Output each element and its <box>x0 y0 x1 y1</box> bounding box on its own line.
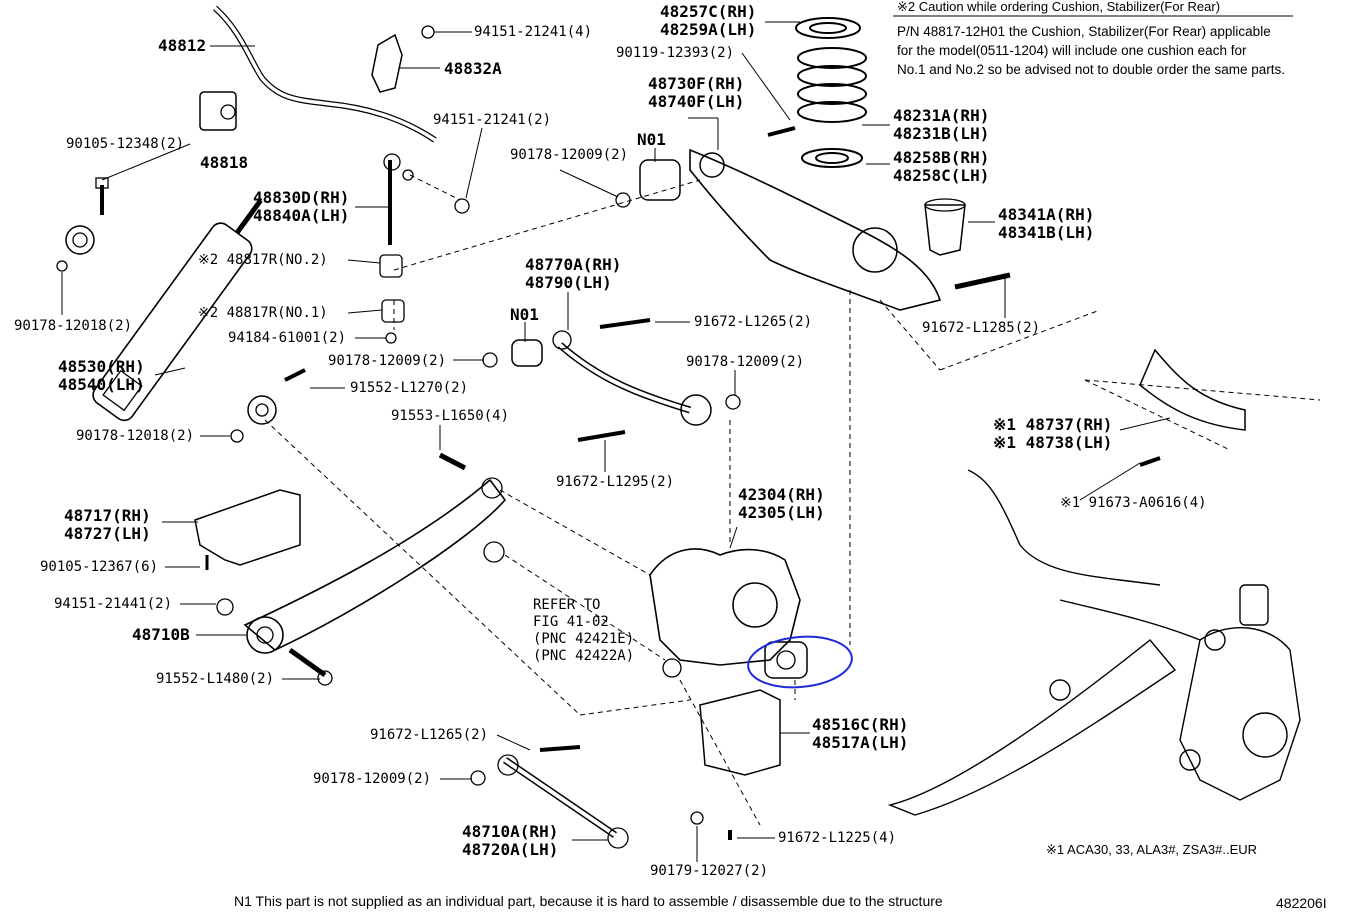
label-N01-top: N01 <box>637 130 666 149</box>
part-48259A[interactable]: 48259A(LH) <box>660 20 757 39</box>
model-note: ※1 ACA30, 33, ALA3#, ZSA3#..EUR <box>1046 842 1258 857</box>
label-N01-mid: N01 <box>510 305 539 324</box>
part-48517A[interactable]: 48517A(LH) <box>812 733 909 752</box>
part-48231B[interactable]: 48231B(LH) <box>893 124 990 143</box>
refer-line-3: (PNC 42421E) <box>533 631 635 647</box>
caution-line-2: for the model(0511-1204) will include on… <box>897 43 1247 58</box>
part-90178-12018-top[interactable]: 90178-12018(2) <box>14 318 133 334</box>
part-91672-L1285[interactable]: 91672-L1285(2) <box>922 320 1041 336</box>
part-90178-12009-b[interactable]: 90178-12009(2) <box>510 147 629 163</box>
part-48832A[interactable]: 48832A <box>444 59 502 78</box>
axle-carrier <box>649 548 801 666</box>
part-42305[interactable]: 42305(LH) <box>738 503 825 522</box>
caution-line-3: No.1 and No.2 so be advised not to doubl… <box>897 62 1285 77</box>
part-91672-L1295[interactable]: 91672-L1295(2) <box>556 474 675 490</box>
part-91552-L1270[interactable]: 91552-L1270(2) <box>350 380 469 396</box>
part-90178-12009-c[interactable]: 90178-12009(2) <box>686 354 805 370</box>
part-48817R-no2[interactable]: ※2 48817R(NO.2) <box>198 252 328 268</box>
part-42304[interactable]: 42304(RH) <box>738 485 825 504</box>
caution-line-1: P/N 48817-12H01 the Cushion, Stabilizer(… <box>897 24 1271 39</box>
part-48830D[interactable]: 48830D(RH) <box>253 188 350 207</box>
part-48740F[interactable]: 48740F(LH) <box>648 92 745 111</box>
part-94184-61001[interactable]: 94184-61001(2) <box>228 330 347 346</box>
part-91673-A0616[interactable]: ※1 91673-A0616(4) <box>1060 495 1207 511</box>
part-48717[interactable]: 48717(RH) <box>64 506 151 525</box>
part-90178-12018-bot[interactable]: 90178-12018(2) <box>76 428 195 444</box>
part-48530[interactable]: 48530(RH) <box>58 357 145 376</box>
part-94151-21241-top[interactable]: 94151-21241(4) <box>474 24 593 40</box>
refer-line-4: (PNC 42422A) <box>533 648 635 664</box>
refer-line-1: REFER TO <box>533 597 601 613</box>
part-90178-12009-e[interactable]: 90178-12009(2) <box>313 771 432 787</box>
bump-stopper <box>924 204 966 256</box>
refer-line-2: FIG 41-02 <box>533 614 609 630</box>
n1-footnote: N1 This part is not supplied as an indiv… <box>234 893 943 909</box>
stabilizer-bracket <box>371 33 403 93</box>
bracket-48717 <box>194 489 301 566</box>
part-48738[interactable]: ※1 48738(LH) <box>993 433 1113 452</box>
part-48840A[interactable]: 48840A(LH) <box>253 206 350 225</box>
highlight-ellipse <box>747 635 853 689</box>
part-48812[interactable]: 48812 <box>158 36 207 55</box>
part-91672-L1225[interactable]: 91672-L1225(4) <box>778 830 897 846</box>
part-48730F[interactable]: 48730F(RH) <box>648 74 745 93</box>
part-91672-L1265-a[interactable]: 91672-L1265(2) <box>694 314 813 330</box>
part-48231A[interactable]: 48231A(RH) <box>893 106 990 125</box>
part-48770A[interactable]: 48770A(RH) <box>525 255 622 274</box>
caution-title: ※2 Caution while ordering Cushion, Stabi… <box>897 0 1221 14</box>
lateral-link <box>557 342 692 414</box>
cushion-no1 <box>381 299 405 323</box>
part-48258C[interactable]: 48258C(LH) <box>893 166 990 185</box>
part-91672-L1265-b[interactable]: 91672-L1265(2) <box>370 727 489 743</box>
nut-94151-top <box>421 25 435 39</box>
part-48737[interactable]: ※1 48737(RH) <box>993 415 1113 434</box>
part-90179-12027[interactable]: 90179-12027(2) <box>650 863 769 879</box>
part-48790[interactable]: 48790(LH) <box>525 273 612 292</box>
part-90178-12009-a[interactable]: 90178-12009(2) <box>328 353 447 369</box>
bracket-48516C <box>699 689 781 776</box>
part-48818[interactable]: 48818 <box>200 153 249 172</box>
part-90105-12348[interactable]: 90105-12348(2) <box>66 136 185 152</box>
shock-absorber <box>92 198 263 422</box>
part-48516C[interactable]: 48516C(RH) <box>812 715 909 734</box>
part-90105-12367[interactable]: 90105-12367(6) <box>40 559 159 575</box>
part-48258B[interactable]: 48258B(RH) <box>893 148 990 167</box>
part-48720A[interactable]: 48720A(LH) <box>462 840 559 859</box>
cushion-no2 <box>379 254 403 278</box>
part-91552-L1480[interactable]: 91552-L1480(2) <box>156 671 275 687</box>
coil-spring <box>795 17 867 168</box>
trailing-arm <box>243 478 507 651</box>
nut-94151-mid <box>454 198 470 214</box>
part-48727[interactable]: 48727(LH) <box>64 524 151 543</box>
part-48341B[interactable]: 48341B(LH) <box>998 223 1095 242</box>
part-90119-12393[interactable]: 90119-12393(2) <box>616 45 735 61</box>
bushing-N01-mid <box>511 339 543 367</box>
figure-number: 482206I <box>1276 895 1327 911</box>
part-48710B[interactable]: 48710B <box>132 625 190 644</box>
bushing-N01-top <box>639 159 681 201</box>
part-48257C[interactable]: 48257C(RH) <box>660 2 757 21</box>
part-94151-21241-mid[interactable]: 94151-21241(2) <box>433 112 552 128</box>
part-94151-21441[interactable]: 94151-21441(2) <box>54 596 173 612</box>
part-48341A[interactable]: 48341A(RH) <box>998 205 1095 224</box>
fender-liner <box>1139 348 1246 431</box>
lower-arm-48730F <box>689 148 942 311</box>
part-48817R-no1[interactable]: ※2 48817R(NO.1) <box>198 305 328 321</box>
stabilizer-bushing <box>199 91 237 131</box>
part-91553-L1650[interactable]: 91553-L1650(4) <box>391 408 510 424</box>
highlighted-bushing <box>764 641 808 679</box>
part-48540[interactable]: 48540(LH) <box>58 375 145 394</box>
assembly-view <box>887 469 1301 816</box>
part-48710A[interactable]: 48710A(RH) <box>462 822 559 841</box>
